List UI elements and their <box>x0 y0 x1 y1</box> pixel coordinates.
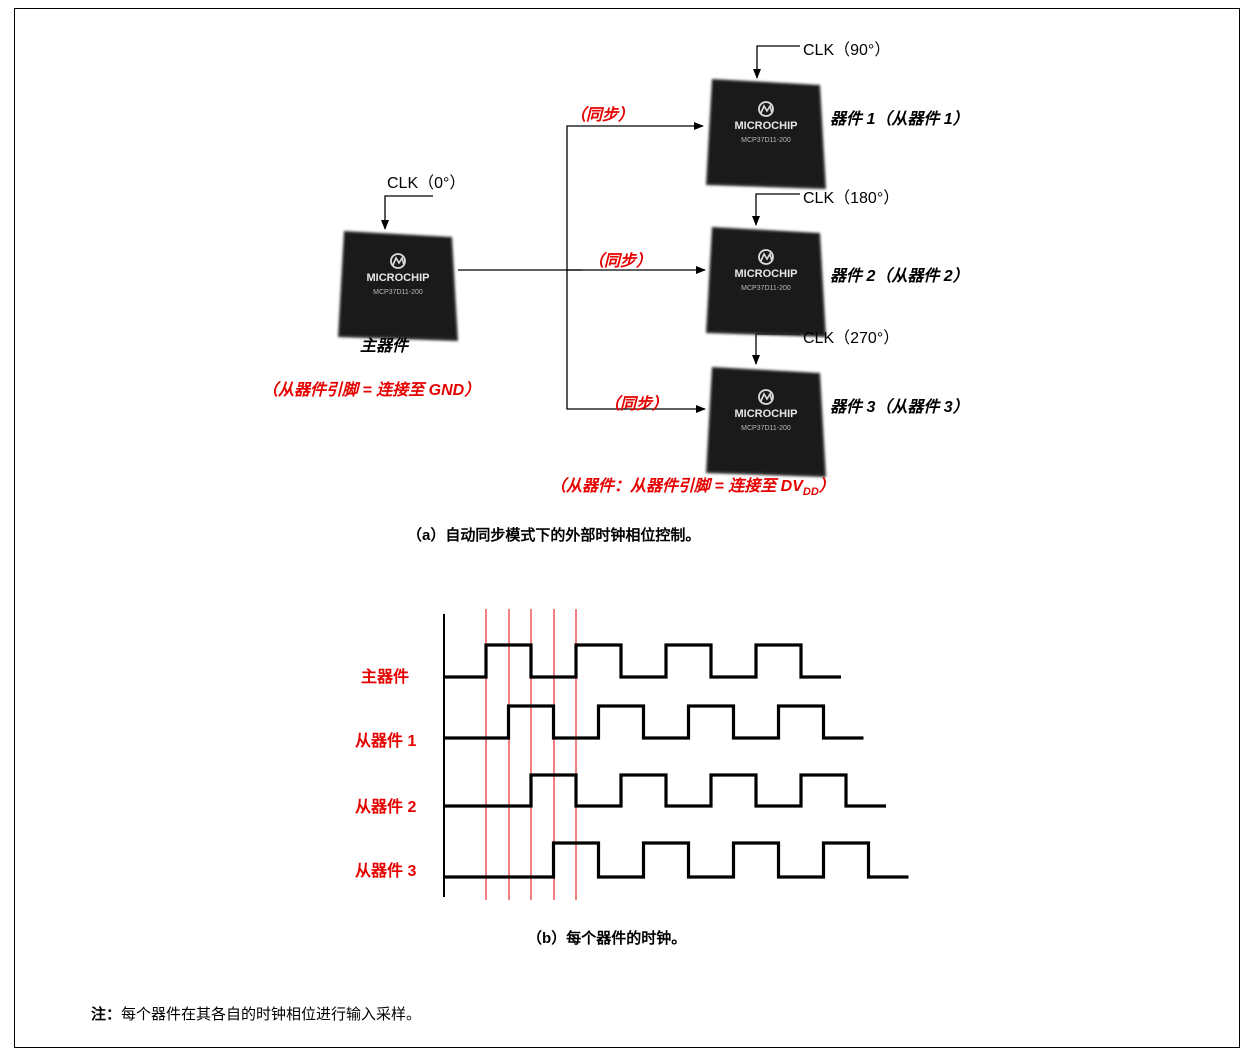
note-label: 注： <box>91 1006 122 1023</box>
caption-a: （a）自动同步模式下的外部时钟相位控制。 <box>407 527 701 544</box>
slave2-chip: MICROCHIP MCP37D11-200 <box>706 227 826 337</box>
slave3-clk-label: CLK（270°） <box>803 330 900 347</box>
wave-label-slave2: 从器件 2 <box>355 799 417 816</box>
caption-b: （b）每个器件的时钟。 <box>527 930 687 947</box>
slave3-name: 器件 3（从器件 3） <box>830 399 969 416</box>
wave-label-slave3: 从器件 3 <box>355 863 417 880</box>
master-name: 主器件 <box>360 338 409 355</box>
chip-brand: MICROCHIP <box>735 268 798 280</box>
master-clk-label: CLK（0°） <box>387 175 466 192</box>
wave-label-slave1: 从器件 1 <box>355 733 417 750</box>
chip-part-number: MCP37D11-200 <box>741 137 791 144</box>
sync-label-2: （同步） <box>588 253 653 270</box>
microchip-logo-icon <box>758 249 774 265</box>
note: 注：每个器件在其各自的时钟相位进行输入采样。 <box>91 1003 421 1024</box>
waveform-slave1 <box>444 704 864 740</box>
slave1-chip: MICROCHIP MCP37D11-200 <box>706 79 826 189</box>
sync-label-3: （同步） <box>604 396 669 413</box>
slave2-name: 器件 2（从器件 2） <box>830 268 969 285</box>
slave3-chip: MICROCHIP MCP37D11-200 <box>706 367 826 477</box>
slave1-clock-line <box>753 45 800 79</box>
master-clock-line <box>381 195 433 230</box>
note-text: 每个器件在其各自的时钟相位进行输入采样。 <box>121 1005 422 1023</box>
slave2-clk-label: CLK（180°） <box>803 190 900 207</box>
waveform-slave2 <box>444 773 886 808</box>
slave1-clk-label: CLK（90°） <box>803 42 891 59</box>
microchip-logo-icon <box>390 253 406 269</box>
chip-brand: MICROCHIP <box>367 272 430 284</box>
slave3-clock-line <box>752 333 800 365</box>
waveform-master <box>444 643 841 679</box>
chip-part-number: MCP37D11-200 <box>741 285 791 292</box>
slave2-clock-line <box>752 193 800 226</box>
chip-part-number: MCP37D11-200 <box>741 425 791 432</box>
slave-pin-note: （从器件：从器件引脚 = 连接至 DVDD） <box>550 478 835 499</box>
master-chip: MICROCHIP MCP37D11-200 <box>338 231 458 341</box>
microchip-logo-icon <box>758 389 774 405</box>
sync-label-1: （同步） <box>570 107 635 124</box>
slave1-name: 器件 1（从器件 1） <box>830 111 969 128</box>
microchip-logo-icon <box>758 101 774 117</box>
chip-brand: MICROCHIP <box>735 408 798 420</box>
waveform-slave3 <box>444 841 909 879</box>
master-pin-note: （从器件引脚 = 连接至 GND） <box>262 382 481 399</box>
wave-label-master: 主器件 <box>361 669 410 686</box>
chip-brand: MICROCHIP <box>735 120 798 132</box>
chip-part-number: MCP37D11-200 <box>373 289 423 296</box>
waveforms <box>444 643 909 879</box>
sync-lines <box>458 122 706 413</box>
